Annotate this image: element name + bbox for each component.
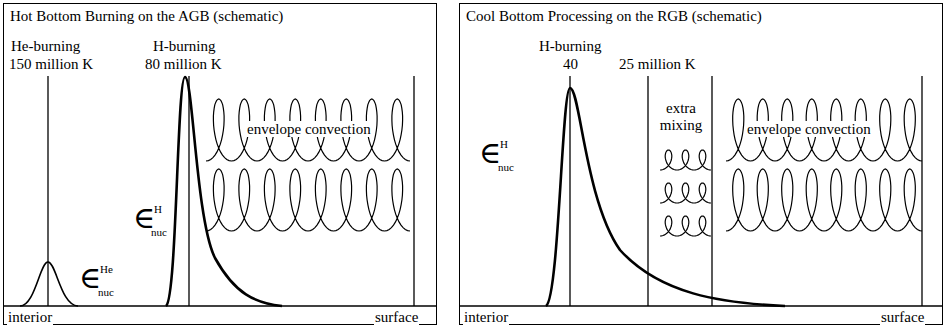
convection-loop-row bbox=[660, 216, 711, 236]
panel-title: Cool Bottom Processing on the RGB (schem… bbox=[466, 7, 762, 25]
surface-line bbox=[921, 76, 922, 306]
he-shell-line bbox=[47, 76, 48, 306]
temperature-label: 40 bbox=[562, 56, 579, 72]
convection-loop-row bbox=[660, 150, 711, 170]
axis-label: surface bbox=[880, 309, 925, 325]
h-shell-line bbox=[188, 76, 189, 306]
temperature-label: H-burning bbox=[152, 38, 217, 54]
region-label: envelope convection bbox=[246, 121, 372, 137]
mixing-boundary-line bbox=[647, 76, 648, 306]
diagram-panel: Cool Bottom Processing on the RGB (schem… bbox=[459, 3, 943, 325]
convection-loop-row bbox=[726, 99, 922, 161]
energy-curves bbox=[20, 77, 785, 306]
temperature-label: 25 million K bbox=[618, 56, 697, 72]
energy-subscript: nuc bbox=[150, 226, 168, 238]
temperature-label: 150 million K bbox=[8, 56, 94, 72]
panel-title: Hot Bottom Burning on the AGB (schematic… bbox=[10, 7, 283, 25]
temperature-label: H-burning bbox=[538, 38, 603, 54]
convection-loops bbox=[206, 99, 922, 236]
convection-boundary-line bbox=[711, 76, 712, 306]
axis-label: interior bbox=[463, 309, 509, 325]
temperature-label: 80 million K bbox=[144, 56, 223, 72]
convection-loop-row bbox=[660, 183, 711, 203]
h-shell-line bbox=[569, 76, 570, 306]
axis-line bbox=[460, 305, 942, 307]
convection-loop-row bbox=[206, 169, 410, 231]
region-label: extra mixing bbox=[655, 100, 707, 134]
energy-subscript: nuc bbox=[97, 286, 115, 298]
energy-superscript: H bbox=[153, 203, 163, 215]
convection-loop-row bbox=[206, 99, 410, 161]
region-label: envelope convection bbox=[746, 121, 872, 137]
he-energy-curve bbox=[20, 262, 78, 306]
convection-loop-row bbox=[726, 169, 922, 231]
temperature-label: He-burning bbox=[10, 38, 81, 54]
surface-line bbox=[413, 76, 414, 306]
energy-superscript: He bbox=[99, 263, 114, 275]
axes bbox=[4, 76, 942, 306]
axis-label: surface bbox=[374, 309, 419, 325]
axis-line bbox=[4, 305, 436, 307]
axis-label: interior bbox=[7, 309, 53, 325]
energy-superscript: H bbox=[499, 138, 509, 150]
energy-subscript: nuc bbox=[497, 161, 515, 173]
